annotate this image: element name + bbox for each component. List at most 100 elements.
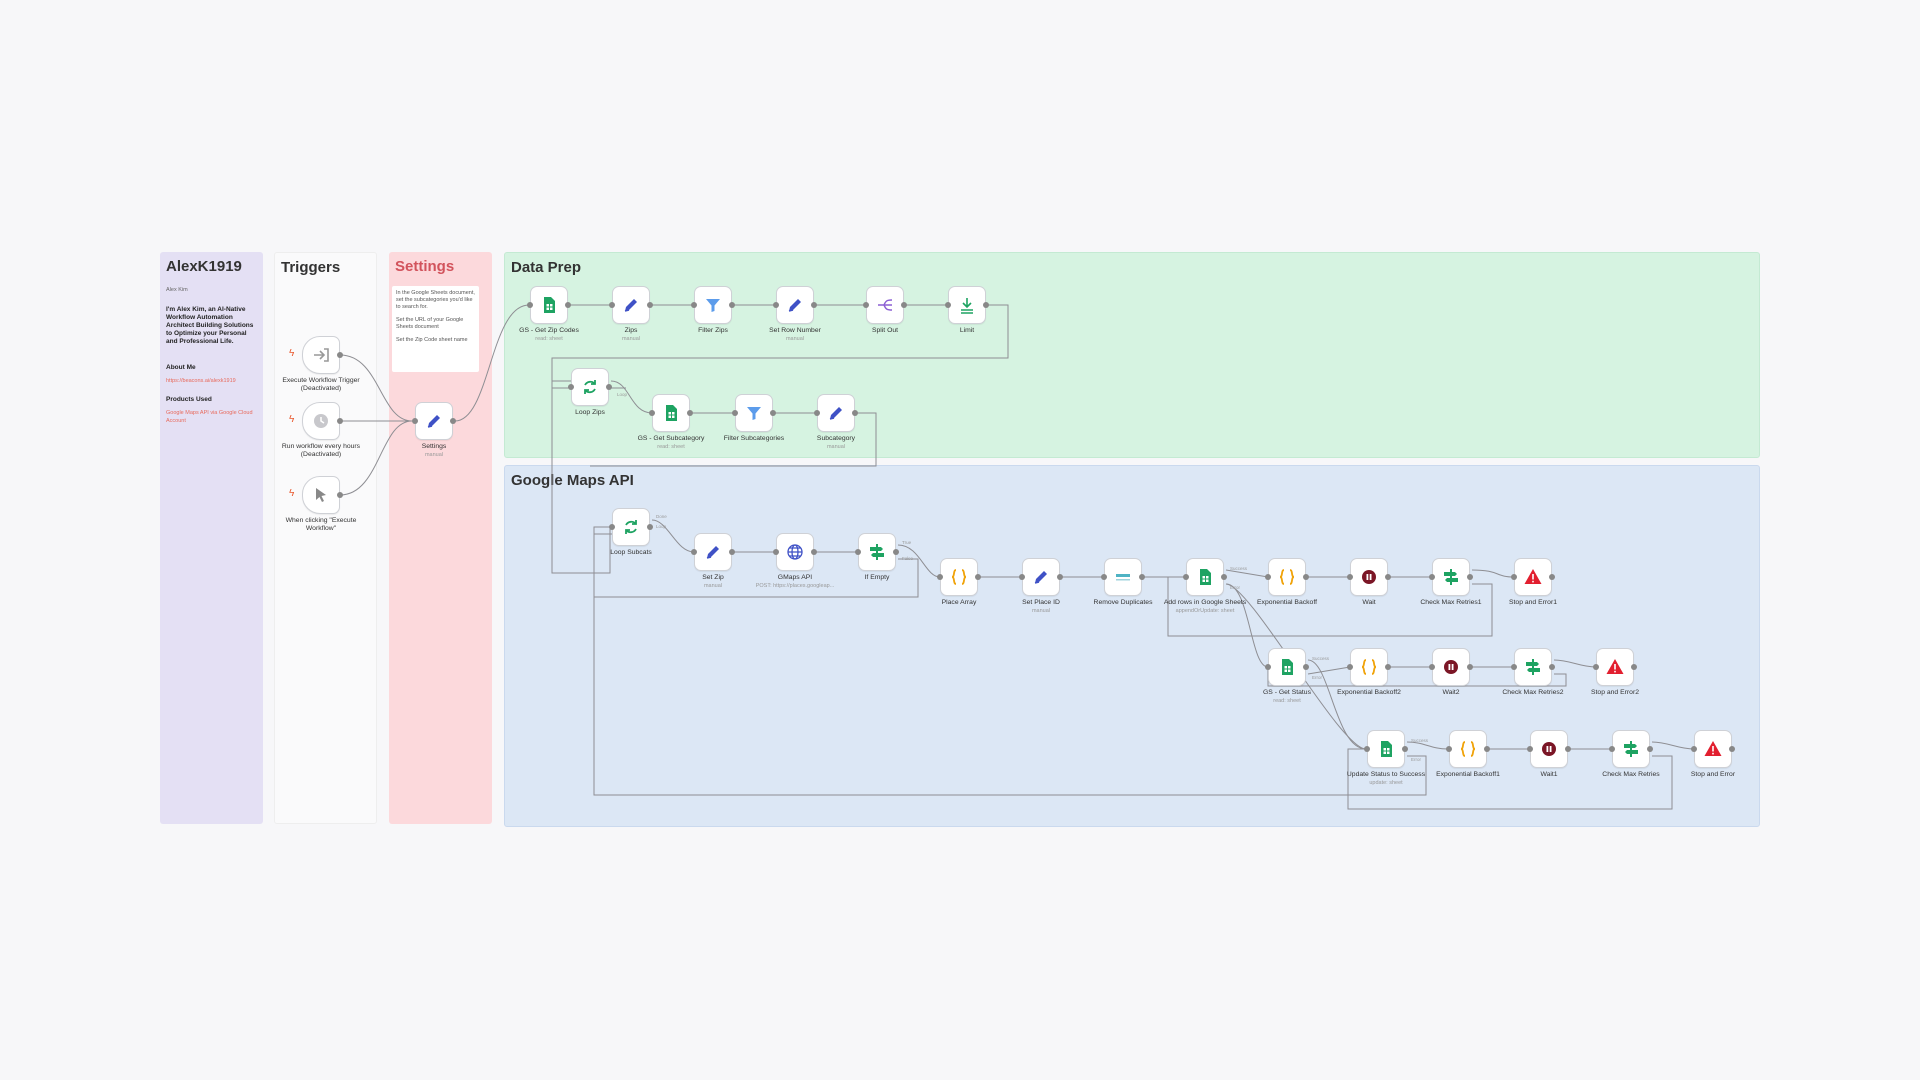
output-port[interactable] <box>811 549 817 555</box>
input-port[interactable] <box>1101 574 1107 580</box>
output-port[interactable] <box>647 524 653 530</box>
output-port[interactable] <box>1647 746 1653 752</box>
input-port[interactable] <box>1609 746 1615 752</box>
input-port[interactable] <box>527 302 533 308</box>
input-port[interactable] <box>1429 664 1435 670</box>
input-port[interactable] <box>1364 746 1370 752</box>
input-port[interactable] <box>691 549 697 555</box>
node-stop1[interactable] <box>1514 558 1552 596</box>
node-place-id[interactable] <box>1022 558 1060 596</box>
input-port[interactable] <box>732 410 738 416</box>
input-port[interactable] <box>609 524 615 530</box>
node-backoff[interactable] <box>1268 558 1306 596</box>
node-exec-trigger[interactable] <box>302 336 340 374</box>
output-port[interactable] <box>687 410 693 416</box>
input-port[interactable] <box>1347 574 1353 580</box>
input-port[interactable] <box>609 302 615 308</box>
output-port[interactable] <box>565 302 571 308</box>
output-port[interactable] <box>1303 664 1309 670</box>
input-port[interactable] <box>1511 664 1517 670</box>
input-port[interactable] <box>773 302 779 308</box>
output-port[interactable] <box>901 302 907 308</box>
output-port[interactable] <box>811 302 817 308</box>
input-port[interactable] <box>649 410 655 416</box>
input-port[interactable] <box>1446 746 1452 752</box>
node-wait[interactable] <box>1350 558 1388 596</box>
input-port[interactable] <box>1265 664 1271 670</box>
output-port[interactable] <box>1729 746 1735 752</box>
node-add-rows[interactable] <box>1186 558 1224 596</box>
node-backoff1[interactable] <box>1449 730 1487 768</box>
input-port[interactable] <box>937 574 943 580</box>
node-wait2[interactable] <box>1432 648 1470 686</box>
node-gs-subcat[interactable] <box>652 394 690 432</box>
node-stop2[interactable] <box>1596 648 1634 686</box>
node-max-retries[interactable] <box>1612 730 1650 768</box>
input-port[interactable] <box>1593 664 1599 670</box>
output-port[interactable] <box>337 492 343 498</box>
node-loop-subcats[interactable] <box>612 508 650 546</box>
output-port[interactable] <box>1303 574 1309 580</box>
output-port[interactable] <box>1565 746 1571 752</box>
output-port[interactable] <box>1467 664 1473 670</box>
input-port[interactable] <box>855 549 861 555</box>
node-max-retries2[interactable] <box>1514 648 1552 686</box>
output-port[interactable] <box>1484 746 1490 752</box>
output-port[interactable] <box>983 302 989 308</box>
input-port[interactable] <box>1691 746 1697 752</box>
input-port[interactable] <box>1183 574 1189 580</box>
node-schedule[interactable] <box>302 402 340 440</box>
input-port[interactable] <box>945 302 951 308</box>
node-split-out[interactable] <box>866 286 904 324</box>
input-port[interactable] <box>814 410 820 416</box>
node-subcategory[interactable] <box>817 394 855 432</box>
output-port[interactable] <box>647 302 653 308</box>
node-remove-dup[interactable] <box>1104 558 1142 596</box>
node-zips[interactable] <box>612 286 650 324</box>
output-port[interactable] <box>975 574 981 580</box>
output-port[interactable] <box>1549 574 1555 580</box>
node-max-retries1[interactable] <box>1432 558 1470 596</box>
output-port[interactable] <box>450 418 456 424</box>
output-port[interactable] <box>770 410 776 416</box>
node-loop-zips[interactable] <box>571 368 609 406</box>
input-port[interactable] <box>1265 574 1271 580</box>
output-port[interactable] <box>606 384 612 390</box>
output-port[interactable] <box>1385 574 1391 580</box>
input-port[interactable] <box>691 302 697 308</box>
input-port[interactable] <box>1527 746 1533 752</box>
node-set-zip[interactable] <box>694 533 732 571</box>
node-row-number[interactable] <box>776 286 814 324</box>
node-backoff2[interactable] <box>1350 648 1388 686</box>
node-update-status[interactable] <box>1367 730 1405 768</box>
output-port[interactable] <box>1139 574 1145 580</box>
node-gs-status[interactable] <box>1268 648 1306 686</box>
output-port[interactable] <box>1221 574 1227 580</box>
node-limit[interactable] <box>948 286 986 324</box>
products-link[interactable]: Google Maps API via Google Cloud Account <box>166 410 253 424</box>
output-port[interactable] <box>337 418 343 424</box>
node-gmaps-api[interactable] <box>776 533 814 571</box>
about-link[interactable]: https://beacons.ai/alexk1919 <box>166 378 236 384</box>
output-port[interactable] <box>729 302 735 308</box>
input-port[interactable] <box>863 302 869 308</box>
node-filter-subcat[interactable] <box>735 394 773 432</box>
output-port[interactable] <box>1631 664 1637 670</box>
input-port[interactable] <box>412 418 418 424</box>
output-port[interactable] <box>1057 574 1063 580</box>
output-port[interactable] <box>1467 574 1473 580</box>
output-port[interactable] <box>1402 746 1408 752</box>
output-port[interactable] <box>337 352 343 358</box>
input-port[interactable] <box>1511 574 1517 580</box>
input-port[interactable] <box>1019 574 1025 580</box>
node-if-empty[interactable] <box>858 533 896 571</box>
node-place-array[interactable] <box>940 558 978 596</box>
input-port[interactable] <box>1429 574 1435 580</box>
input-port[interactable] <box>568 384 574 390</box>
input-port[interactable] <box>1347 664 1353 670</box>
input-port[interactable] <box>773 549 779 555</box>
node-stop[interactable] <box>1694 730 1732 768</box>
node-wait1[interactable] <box>1530 730 1568 768</box>
node-manual[interactable] <box>302 476 340 514</box>
node-settings[interactable] <box>415 402 453 440</box>
